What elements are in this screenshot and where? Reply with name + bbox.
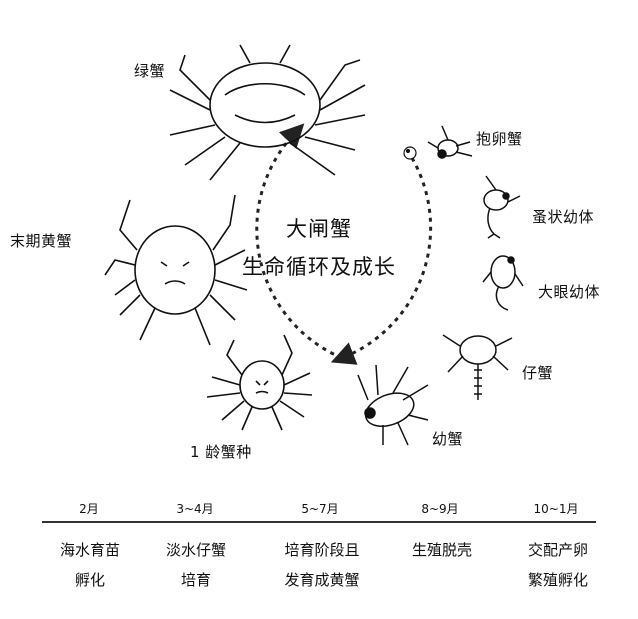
young-crab-icon: [357, 364, 429, 446]
timeline-month-1: 2月: [79, 502, 99, 516]
berried-crab-icon: [427, 125, 473, 159]
timeline-desc-1a: 海水育苗: [59, 541, 120, 559]
timeline-desc-3b: 发育成黄蟹: [284, 571, 360, 589]
timeline-desc-4a: 生殖脱壳: [411, 541, 472, 559]
timeline-month-4: 8~9月: [421, 502, 459, 516]
cycle-arc-right: [330, 157, 433, 365]
label-juvenile: 仔蟹: [522, 364, 554, 382]
label-green-crab: 绿蟹: [134, 62, 166, 80]
label-megalopa: 大眼幼体: [538, 283, 601, 301]
juvenile-crab-icon: [442, 334, 513, 400]
timeline-month-5: 10~1月: [533, 502, 579, 516]
green-crab-icon: [169, 44, 366, 181]
timeline-desc-1b: 孵化: [74, 571, 105, 589]
timeline-desc-2a: 淡水仔蟹: [165, 541, 226, 559]
label-late-yellow: 末期黄蟹: [10, 232, 73, 250]
label-berried-crab: 抱卵蟹: [476, 130, 523, 148]
cycle-arc-left: [255, 123, 343, 360]
yellow-crab-icon: [104, 194, 248, 346]
seed-crab-icon: [206, 334, 313, 431]
timeline-desc-5a: 交配产卵: [527, 541, 588, 559]
timeline-desc-5b: 繁殖孵化: [527, 571, 588, 589]
megalopa-larva-icon: [482, 255, 524, 311]
label-young-crab: 幼蟹: [432, 430, 464, 448]
timeline-month-3: 5~7月: [301, 502, 339, 516]
cycle-title: 大闸蟹: [286, 217, 352, 241]
timeline-month-2: 3~4月: [176, 502, 214, 516]
cycle-subtitle: 生命循环及成长: [242, 255, 396, 279]
egg-icon: [403, 146, 417, 160]
label-zoea: 蚤状幼体: [532, 208, 595, 226]
timeline-desc-2b: 培育: [180, 571, 211, 589]
timeline-desc-3a: 培育阶段且: [284, 541, 360, 559]
timeline-divider: [42, 521, 596, 523]
zoea-larva-icon: [483, 175, 521, 239]
label-seed-crab: 1 龄蟹种: [190, 443, 252, 461]
